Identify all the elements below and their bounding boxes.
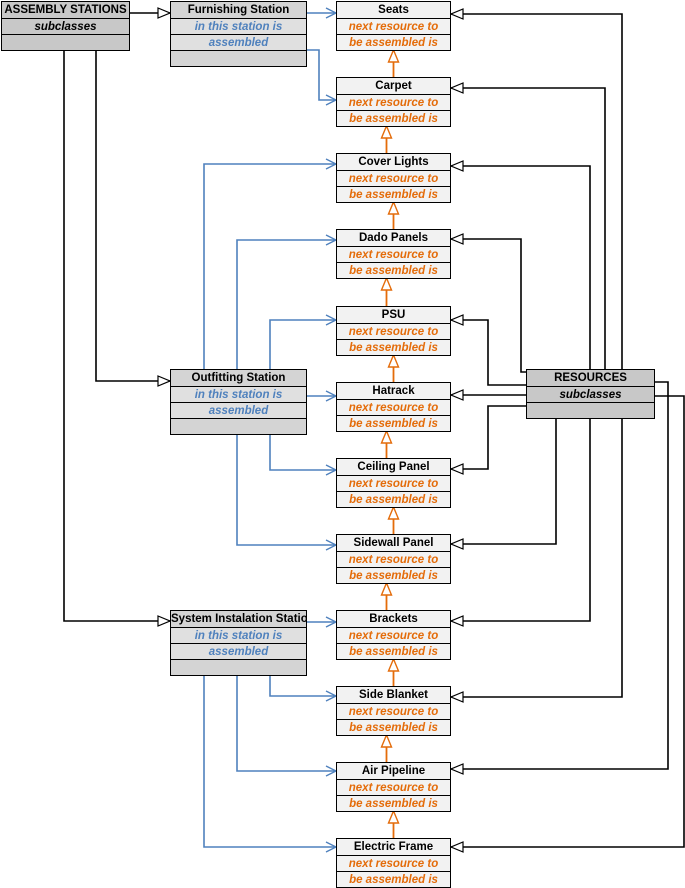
station-blank-row [171, 659, 306, 675]
class-title: ASSEMBLY STATIONS [2, 2, 129, 18]
resource-attr-line2: be assembled is [337, 491, 450, 507]
class-subtitle: subclasses [2, 18, 129, 34]
resource-attr-line1: next resource to [337, 399, 450, 415]
station-blank-row [171, 418, 306, 434]
resource-name: Carpet [337, 78, 450, 94]
connector [451, 395, 685, 847]
resource-attr-line2: be assembled is [337, 34, 450, 50]
resource-attr-line2: be assembled is [337, 262, 450, 278]
resource-attr-line2: be assembled is [337, 871, 450, 887]
resource-name: Electric Frame [337, 839, 450, 855]
connector [451, 239, 526, 373]
connector [451, 405, 526, 469]
resource-attr-line1: next resource to [337, 18, 450, 34]
connector [269, 418, 336, 470]
connector [451, 88, 606, 369]
station-blank-row [171, 50, 306, 66]
resource-attr-line1: next resource to [337, 170, 450, 186]
connector-lines [63, 13, 685, 847]
class-blank-row [527, 402, 654, 418]
connector [63, 50, 170, 621]
resource-attr-line2: be assembled is [337, 415, 450, 431]
connector [236, 240, 336, 369]
station-attr-line1: in this station is [171, 386, 306, 402]
resource-name: Dado Panels [337, 230, 450, 246]
resource-attr-line1: next resource to [337, 779, 450, 795]
resource-name: Hatrack [337, 383, 450, 399]
resource-attr-line1: next resource to [337, 551, 450, 567]
connector [451, 418, 557, 544]
station-attr-line2: assembled [171, 643, 306, 659]
resource-attr-line1: next resource to [337, 323, 450, 339]
station-name: System Instalation Station [171, 611, 306, 627]
resource-name: Air Pipeline [337, 763, 450, 779]
resource-attr-line2: be assembled is [337, 567, 450, 583]
resource-attr-line1: next resource to [337, 627, 450, 643]
resource-attr-line2: be assembled is [337, 719, 450, 735]
station-attr-line1: in this station is [171, 18, 306, 34]
station-attr-line2: assembled [171, 402, 306, 418]
connector [203, 164, 336, 369]
connector [269, 320, 336, 369]
resource-attr-line1: next resource to [337, 703, 450, 719]
resource-name: Side Blanket [337, 687, 450, 703]
class-title: RESOURCES [527, 370, 654, 386]
resource-attr-line2: be assembled is [337, 643, 450, 659]
resource-name: Brackets [337, 611, 450, 627]
station-attr-line1: in this station is [171, 627, 306, 643]
connector [451, 320, 526, 386]
resource-attr-line1: next resource to [337, 246, 450, 262]
class-blank-row [2, 34, 129, 50]
connector [236, 418, 336, 545]
resource-attr-line1: next resource to [337, 475, 450, 491]
connector [95, 50, 170, 381]
connector [451, 418, 591, 621]
station-name: Furnishing Station [171, 2, 306, 18]
station-attr-line2: assembled [171, 34, 306, 50]
connector [307, 49, 336, 100]
connector [236, 659, 336, 771]
resource-attr-line1: next resource to [337, 855, 450, 871]
resource-name: Sidewall Panel [337, 535, 450, 551]
resource-name: PSU [337, 307, 450, 323]
resource-name: Cover Lights [337, 154, 450, 170]
resource-attr-line2: be assembled is [337, 339, 450, 355]
resource-attr-line1: next resource to [337, 94, 450, 110]
connector [451, 166, 591, 369]
resource-name: Ceiling Panel [337, 459, 450, 475]
class-subtitle: subclasses [527, 386, 654, 402]
connector [203, 659, 336, 847]
connector [451, 418, 623, 697]
resource-name: Seats [337, 2, 450, 18]
resource-attr-line2: be assembled is [337, 186, 450, 202]
resource-attr-line2: be assembled is [337, 110, 450, 126]
connector [451, 381, 669, 769]
connector [451, 14, 623, 369]
station-name: Outfitting Station [171, 370, 306, 386]
resource-attr-line2: be assembled is [337, 795, 450, 811]
